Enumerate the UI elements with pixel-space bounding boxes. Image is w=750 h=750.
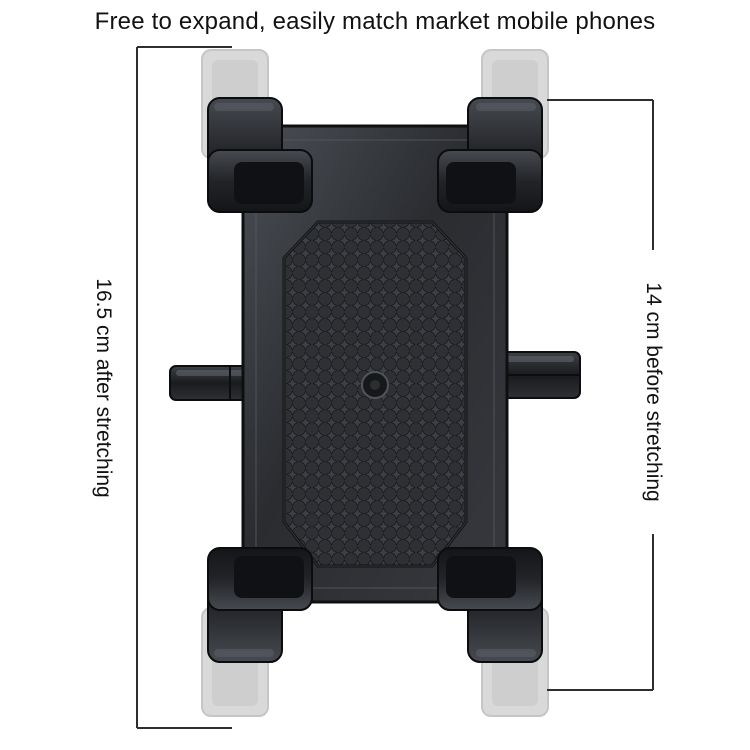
right-side-arm [497,351,581,399]
dimension-label-right: 14 cm before stretching [641,276,665,508]
headline: Free to expand, easily match market mobi… [94,8,656,35]
corner-grip-bottom-right [437,547,543,663]
left-side-arm [169,365,253,401]
corner-grip-top-left [207,97,313,213]
corner-grip-bottom-left [207,547,313,663]
dimension-lines [136,46,654,729]
corner-grip-top-right [437,97,543,213]
dimension-label-left: 16.5 cm after stretching [92,278,115,498]
textured-back-plate [282,220,468,568]
